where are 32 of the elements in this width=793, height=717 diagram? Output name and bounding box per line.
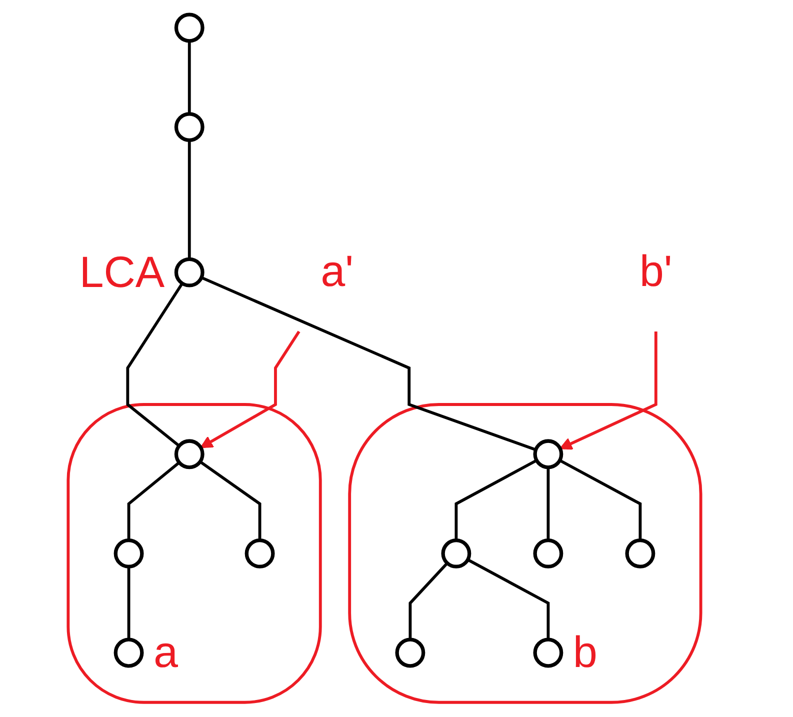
tree-node-circle [114,538,144,568]
arrow [200,330,300,448]
connector-line [467,558,550,640]
connector-line [454,459,538,540]
connector-line [188,40,191,114]
connector-line [188,140,191,260]
text-label: b' [640,248,672,296]
tree-node-circle [174,12,204,43]
tree-node-circle [174,112,204,142]
tree-node-circle [441,538,472,568]
connector-line [199,460,262,540]
connector-line [127,461,180,540]
connector-line [408,562,448,640]
connector-line [559,459,642,540]
tree-node-circle [174,439,204,470]
connector-line [546,467,550,540]
node-label: b [573,628,598,678]
connector-line [127,566,130,640]
node-label: a [154,628,178,678]
connector-line [126,282,184,448]
tree-node-circle [114,638,144,668]
connector-line [200,276,536,452]
tree-node-circle [625,538,656,568]
node-label: LCA [79,248,165,297]
tree-node-circle [174,257,204,288]
tree-node-circle [244,538,275,568]
arrow [560,331,658,450]
tree-node-circle [533,538,564,568]
text-label: a' [320,248,354,296]
tree-node-circle [533,638,564,668]
tree-node-circle [533,439,564,470]
tree-node-circle [395,638,426,668]
